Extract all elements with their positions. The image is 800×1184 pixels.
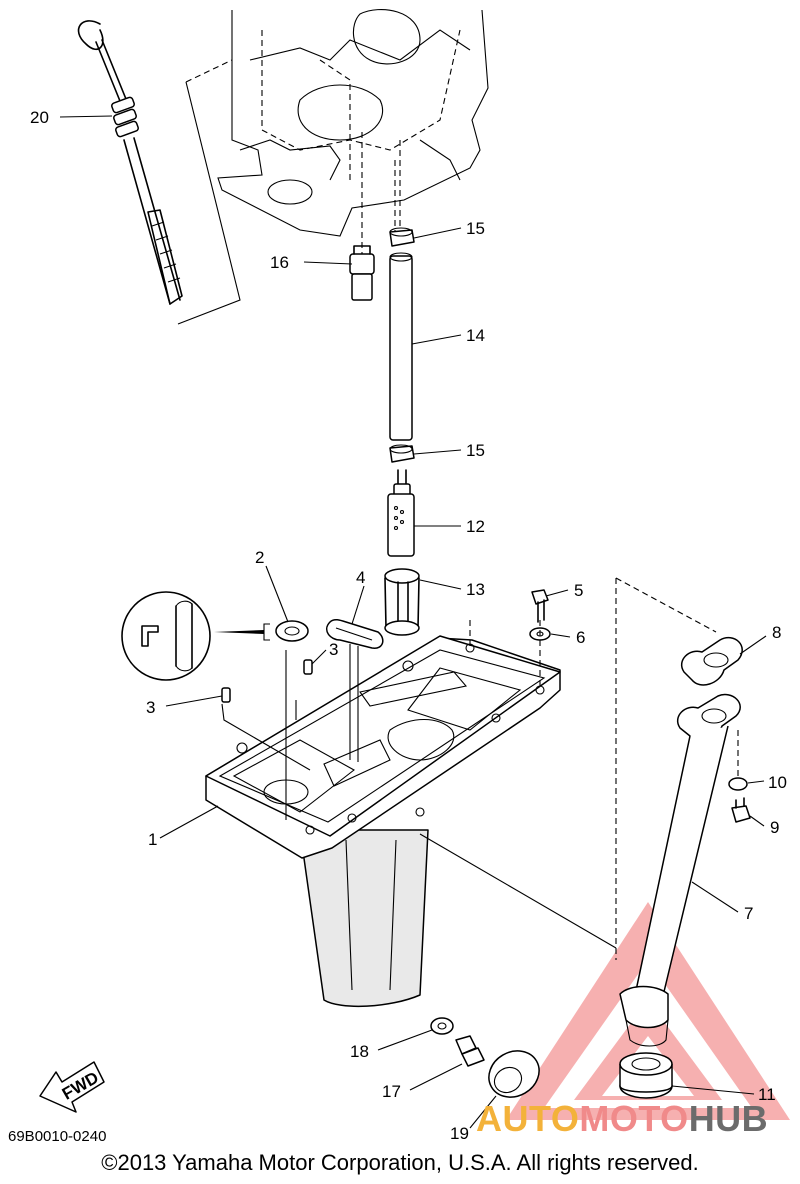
- dowel-pin-a: [303, 659, 313, 675]
- exhaust-pipe: [619, 693, 741, 1047]
- fitting: [349, 245, 375, 301]
- callout-15-lower: 15: [466, 441, 485, 460]
- strainer-cage: [384, 568, 420, 636]
- callout-16: 16: [270, 253, 289, 272]
- watermark-part-1: AUTO: [476, 1098, 580, 1139]
- oil-seal: [263, 620, 309, 642]
- oil-dipstick: [77, 20, 183, 305]
- small-gasket: [326, 618, 384, 649]
- diagram-code: 69B0010-0240: [8, 1128, 107, 1145]
- callout-18: 18: [350, 1042, 369, 1061]
- copyright-notice: ©2013 Yamaha Motor Corporation, U.S.A. A…: [101, 1150, 699, 1175]
- callout-11: 11: [758, 1085, 776, 1104]
- callout-6: 6: [576, 628, 585, 647]
- callout-5: 5: [574, 581, 583, 600]
- watermark-part-2: MOTO: [579, 1098, 689, 1139]
- callout-7: 7: [744, 904, 753, 923]
- pipe-bolt: [731, 797, 751, 823]
- callout-20: 20: [30, 108, 49, 127]
- water-tube: [389, 252, 413, 441]
- callout-4: 4: [356, 568, 365, 587]
- leader-lines: [59, 115, 767, 1129]
- alignment-lines: [221, 577, 739, 960]
- dowel-pin-b: [221, 687, 231, 703]
- seal-detail-inset: [121, 591, 264, 681]
- callouts: 20 16 15 14 15 12 13 2 4 3 3 5 6 8 10 9 …: [30, 108, 787, 1143]
- callout-17: 17: [382, 1082, 401, 1101]
- callout-9: 9: [770, 818, 779, 837]
- strainer: [387, 469, 415, 557]
- callout-14: 14: [466, 326, 485, 345]
- callout-12: 12: [466, 517, 485, 536]
- rubber-seal: [488, 1050, 540, 1098]
- watermark-logo: AUTOMOTOHUB: [476, 1098, 768, 1140]
- callout-13: 13: [466, 580, 485, 599]
- callout-19: 19: [450, 1124, 469, 1143]
- callout-3-lower: 3: [146, 698, 155, 717]
- callout-8: 8: [772, 623, 781, 642]
- engine-block-outline: [177, 8, 489, 325]
- callout-15-upper: 15: [466, 219, 485, 238]
- drain-gasket: [430, 1017, 454, 1035]
- callout-3-upper: 3: [329, 640, 338, 659]
- callout-2: 2: [255, 548, 264, 567]
- forward-arrow: FWD: [39, 1061, 105, 1113]
- bolt: [531, 589, 549, 623]
- drain-plug: [455, 1035, 485, 1067]
- clamp-lower: [389, 444, 415, 463]
- callout-10: 10: [768, 773, 787, 792]
- exhaust-gasket: [681, 637, 743, 686]
- clamp-upper: [389, 227, 415, 247]
- grommet: [619, 1052, 673, 1099]
- upper-casing: [205, 620, 561, 1008]
- callout-1: 1: [148, 830, 157, 849]
- pipe-washer: [728, 777, 748, 791]
- watermark-part-3: HUB: [688, 1098, 769, 1139]
